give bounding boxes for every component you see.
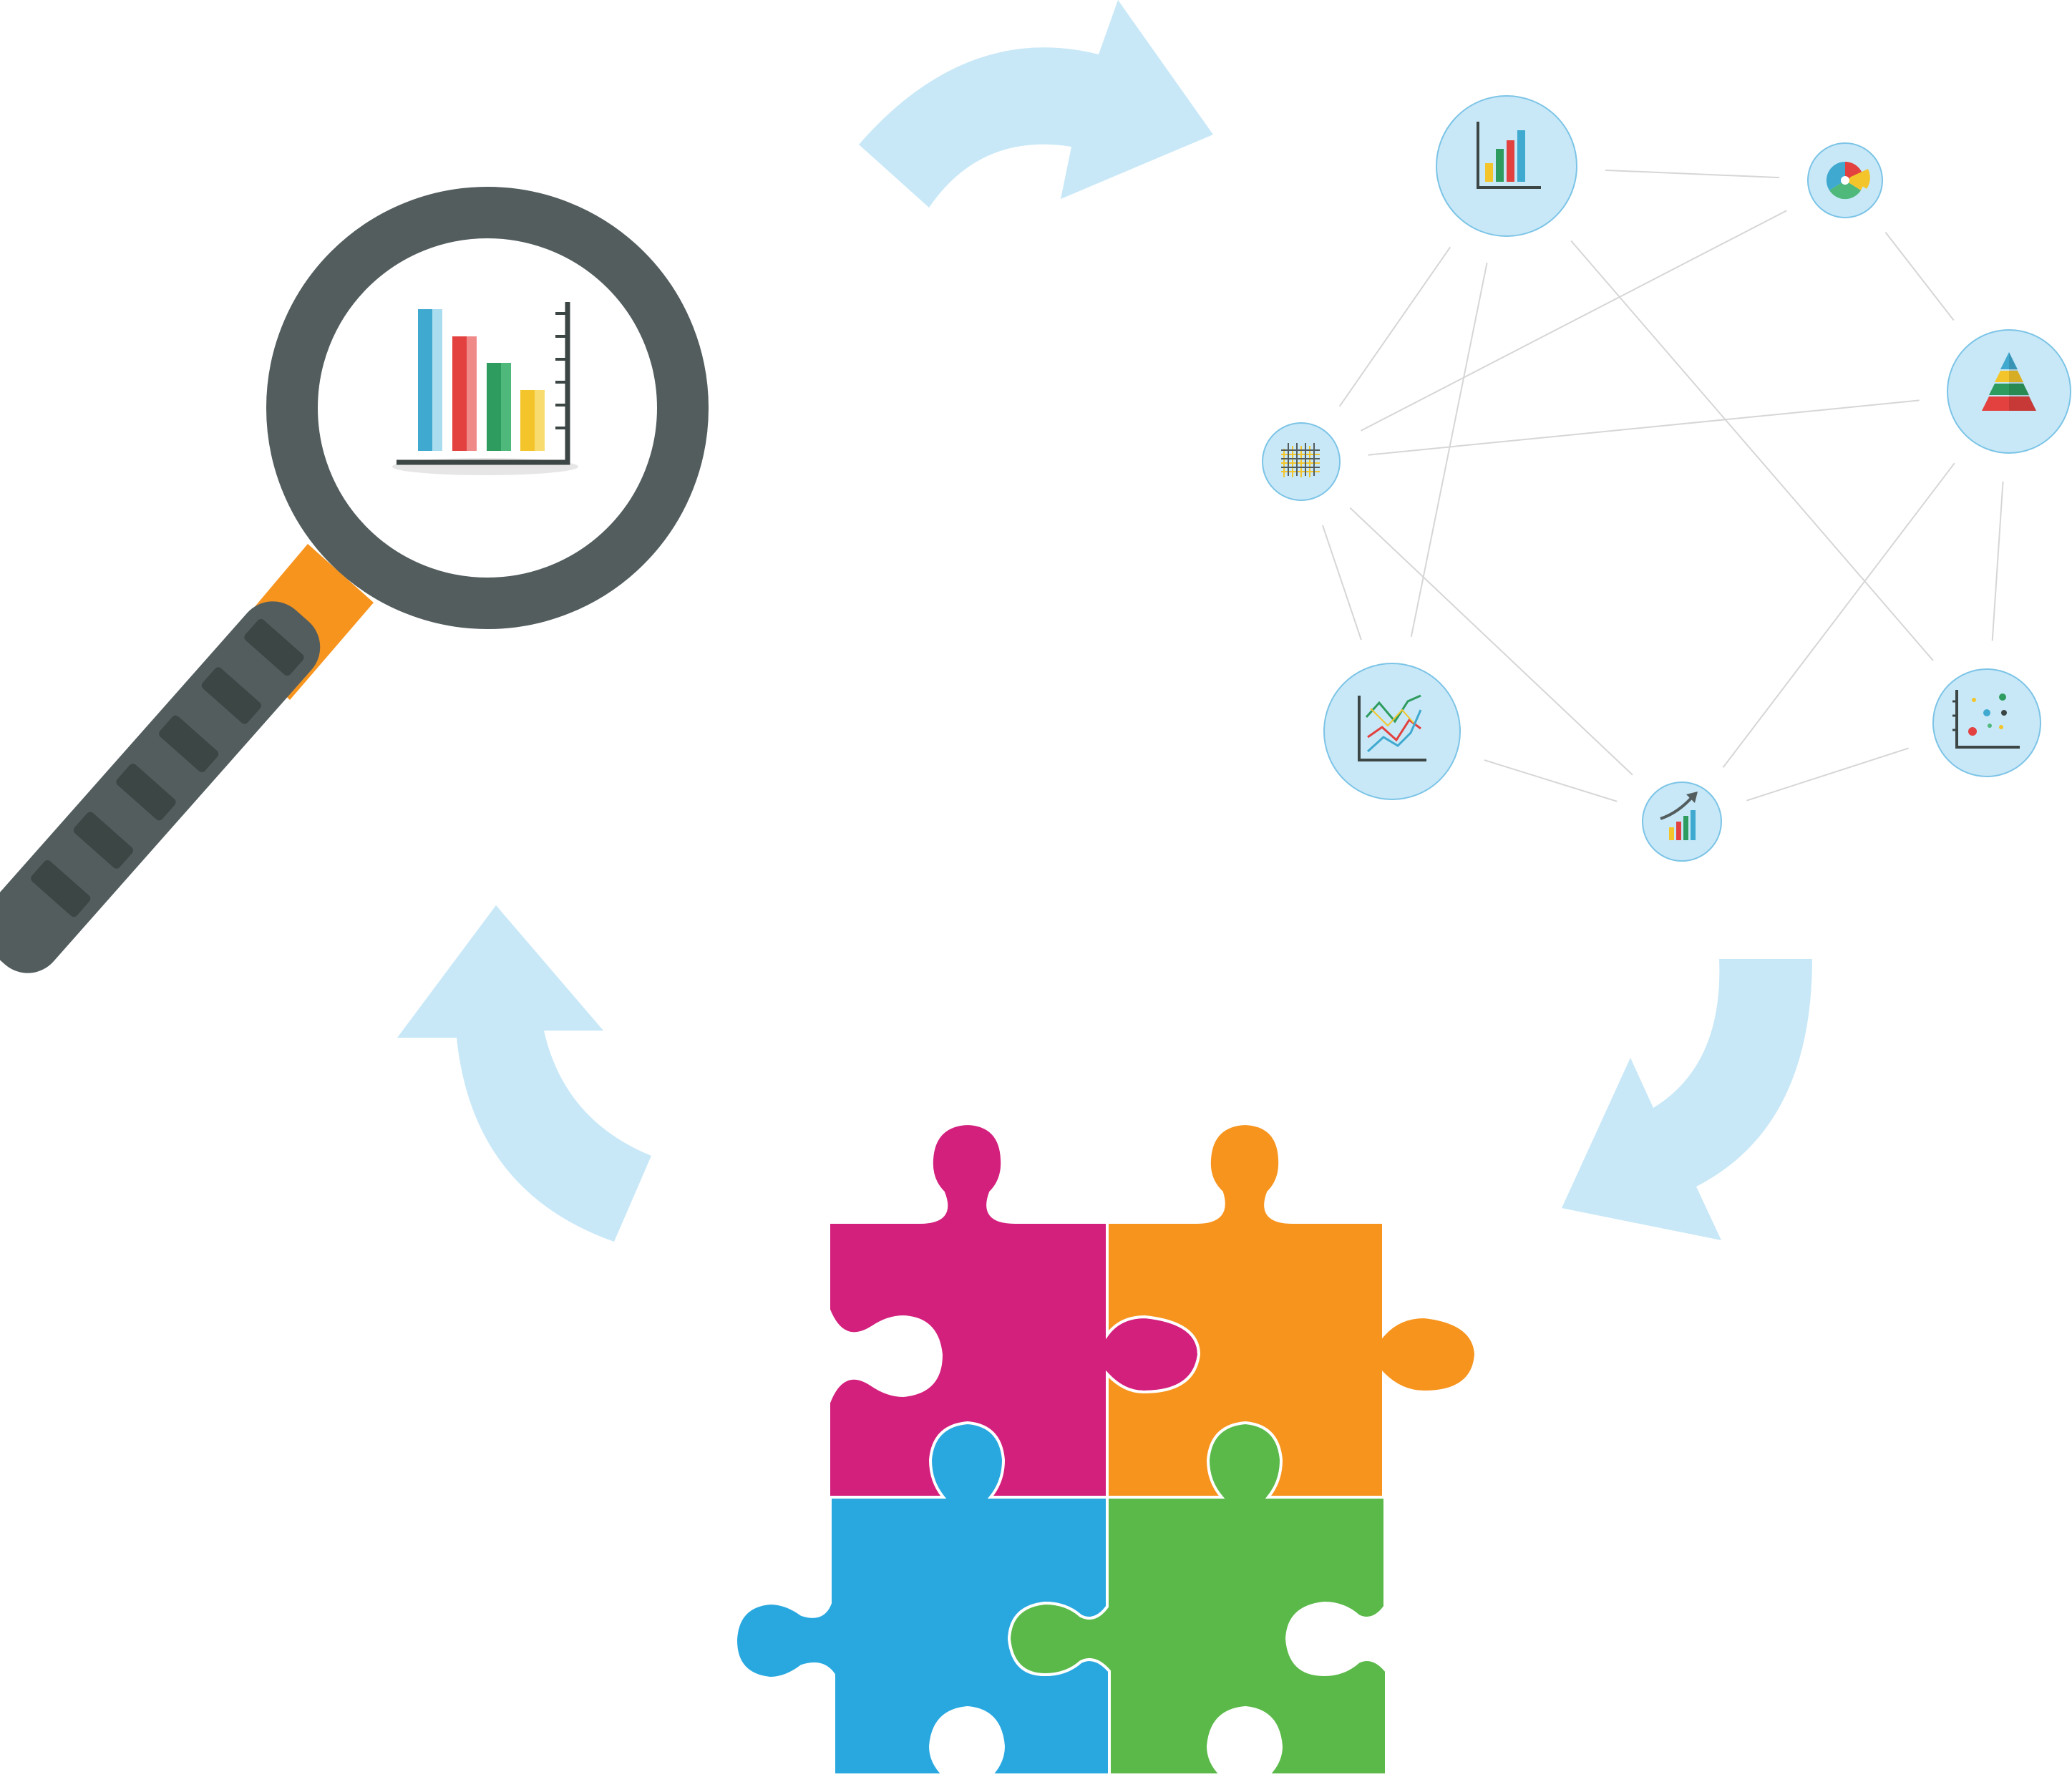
- network-edge-grid-pyramid: [1368, 399, 1920, 456]
- lens-bar-chart-icon: [392, 302, 578, 475]
- network-edge-pyramid-growth: [1722, 462, 1955, 768]
- network-edge-scatter-growth: [1746, 747, 1909, 802]
- flow-arrows: [397, 0, 1812, 1242]
- magnifier-bar-chart-icon: [0, 187, 709, 973]
- network-edge-pie-pyramid: [1884, 232, 1955, 321]
- node-glyph-growth: [1660, 792, 1698, 840]
- node-glyph-pyramid: [1982, 352, 2036, 411]
- network-edge-pie-grid: [1361, 210, 1787, 432]
- jigsaw-puzzle-icon: [734, 1121, 1478, 1776]
- chart-network-icon: [1262, 95, 2071, 862]
- node-glyph-scatter: [1952, 690, 2020, 749]
- node-glyph-grid: [1281, 443, 1320, 477]
- magnifier-grips: [31, 618, 304, 917]
- arrow-solve-to-analyze: [397, 905, 651, 1242]
- network-node-scatter-plot-icon: [1932, 668, 2041, 777]
- network-edge-bar-scatter: [1570, 240, 1934, 661]
- arrow-visualize-to-solve: [1562, 959, 1812, 1240]
- lens-chart-axes: [397, 302, 570, 465]
- node-glyph-bar: [1477, 122, 1541, 189]
- puzzle-piece-green: [1007, 1421, 1388, 1776]
- network-edge-grid-growth: [1349, 507, 1633, 776]
- node-glyph-pie: [1826, 161, 1870, 200]
- puzzle-piece-orange: [1106, 1121, 1478, 1499]
- network-edge-line-grid: [1322, 525, 1362, 641]
- network-edge-bar-pie: [1605, 169, 1780, 179]
- network-edge-bar-line: [1410, 263, 1488, 637]
- node-glyph-line: [1358, 694, 1426, 761]
- network-node-growth-bar-chart-icon: [1642, 782, 1722, 862]
- arrow-analyze-to-visualize: [859, 0, 1213, 208]
- network-edge-pyramid-scatter: [1991, 481, 2004, 641]
- network-node-line-chart-icon: [1323, 663, 1461, 800]
- network-edges: [1322, 169, 2004, 802]
- network-nodes: [1262, 95, 2071, 862]
- network-edge-growth-line: [1484, 759, 1618, 802]
- network-edge-grid-bar: [1338, 246, 1451, 407]
